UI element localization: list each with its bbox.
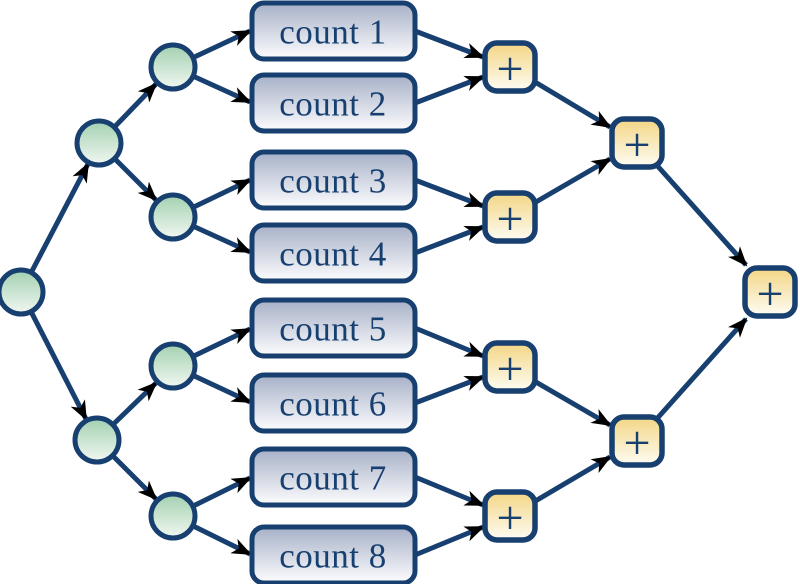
count-box-3-shape [249, 149, 418, 211]
count-box-6: count 6 [249, 372, 418, 434]
count-box-5: count 5 [249, 297, 418, 359]
count-box-4: count 4 [249, 222, 418, 284]
count-box-6-label: count 6 [279, 385, 387, 424]
count-box-4-label: count 4 [279, 235, 387, 274]
edge-count-8-to-plus-d [414, 524, 485, 558]
count-box-2-shape [249, 72, 418, 134]
plus-node-e-shape [609, 116, 665, 170]
plus-node-a: + [482, 40, 538, 96]
split-node-bottom [72, 415, 122, 465]
split-node-4 [148, 491, 198, 541]
count-box-2-label: count 2 [279, 85, 387, 124]
edge-count-2-to-plus-a [414, 74, 485, 106]
root-split-node [0, 267, 46, 317]
count-box-4-shape [249, 222, 418, 284]
count-box-1-label: count 1 [279, 13, 387, 52]
plus-node-b-label: + [496, 193, 523, 246]
edge-count-1-to-plus-a [414, 28, 485, 60]
count-box-3: count 3 [249, 149, 418, 211]
split-node-top [74, 118, 124, 168]
plus-node-c-shape [482, 340, 538, 394]
count-box-8-shape [249, 524, 418, 584]
plus-node-a-shape [482, 40, 538, 94]
count-box-6-shape [249, 372, 418, 434]
edge-count-4-to-plus-b [414, 224, 485, 256]
count-box-5-shape [249, 297, 418, 359]
plus-node-d: + [482, 489, 538, 545]
plus-node-d-label: + [496, 492, 523, 545]
count-boxes: count 1 count 2 count 3 count 4 count 5 … [249, 0, 418, 584]
count-box-1-shape [249, 0, 418, 62]
edge-count-6-to-plus-c [414, 374, 485, 406]
plus-nodes: + + + + + + + [482, 40, 798, 545]
count-box-1: count 1 [249, 0, 418, 62]
count-box-8: count 8 [249, 524, 418, 584]
count-box-8-label: count 8 [279, 537, 387, 576]
count-box-7: count 7 [249, 446, 418, 508]
count-box-3-label: count 3 [279, 162, 387, 201]
edge-count-5-to-plus-c [414, 325, 485, 359]
plus-node-b-shape [482, 190, 538, 244]
split-node-1 [148, 42, 198, 92]
plus-node-b: + [482, 190, 538, 246]
plus-node-f-shape [609, 414, 665, 468]
plus-node-e-label: + [623, 119, 650, 172]
edge-count-3-to-plus-b [414, 177, 485, 209]
plus-node-c-label: + [496, 343, 523, 396]
plus-node-f: + [609, 414, 665, 470]
plus-node-a-label: + [496, 43, 523, 96]
plus-node-final: + [742, 265, 798, 321]
split-nodes [0, 42, 198, 541]
plus-node-d-shape [482, 489, 538, 543]
count-box-7-shape [249, 446, 418, 508]
plus-node-final-shape [742, 265, 798, 319]
count-box-2: count 2 [249, 72, 418, 134]
plus-node-final-label: + [756, 268, 783, 321]
edge-count-7-to-plus-d [414, 474, 485, 508]
count-box-7-label: count 7 [279, 459, 387, 498]
count-box-5-label: count 5 [279, 310, 387, 349]
plus-node-c: + [482, 340, 538, 396]
split-node-3 [148, 341, 198, 391]
plus-node-f-label: + [623, 417, 650, 470]
plus-node-e: + [609, 116, 665, 172]
split-node-2 [148, 192, 198, 242]
